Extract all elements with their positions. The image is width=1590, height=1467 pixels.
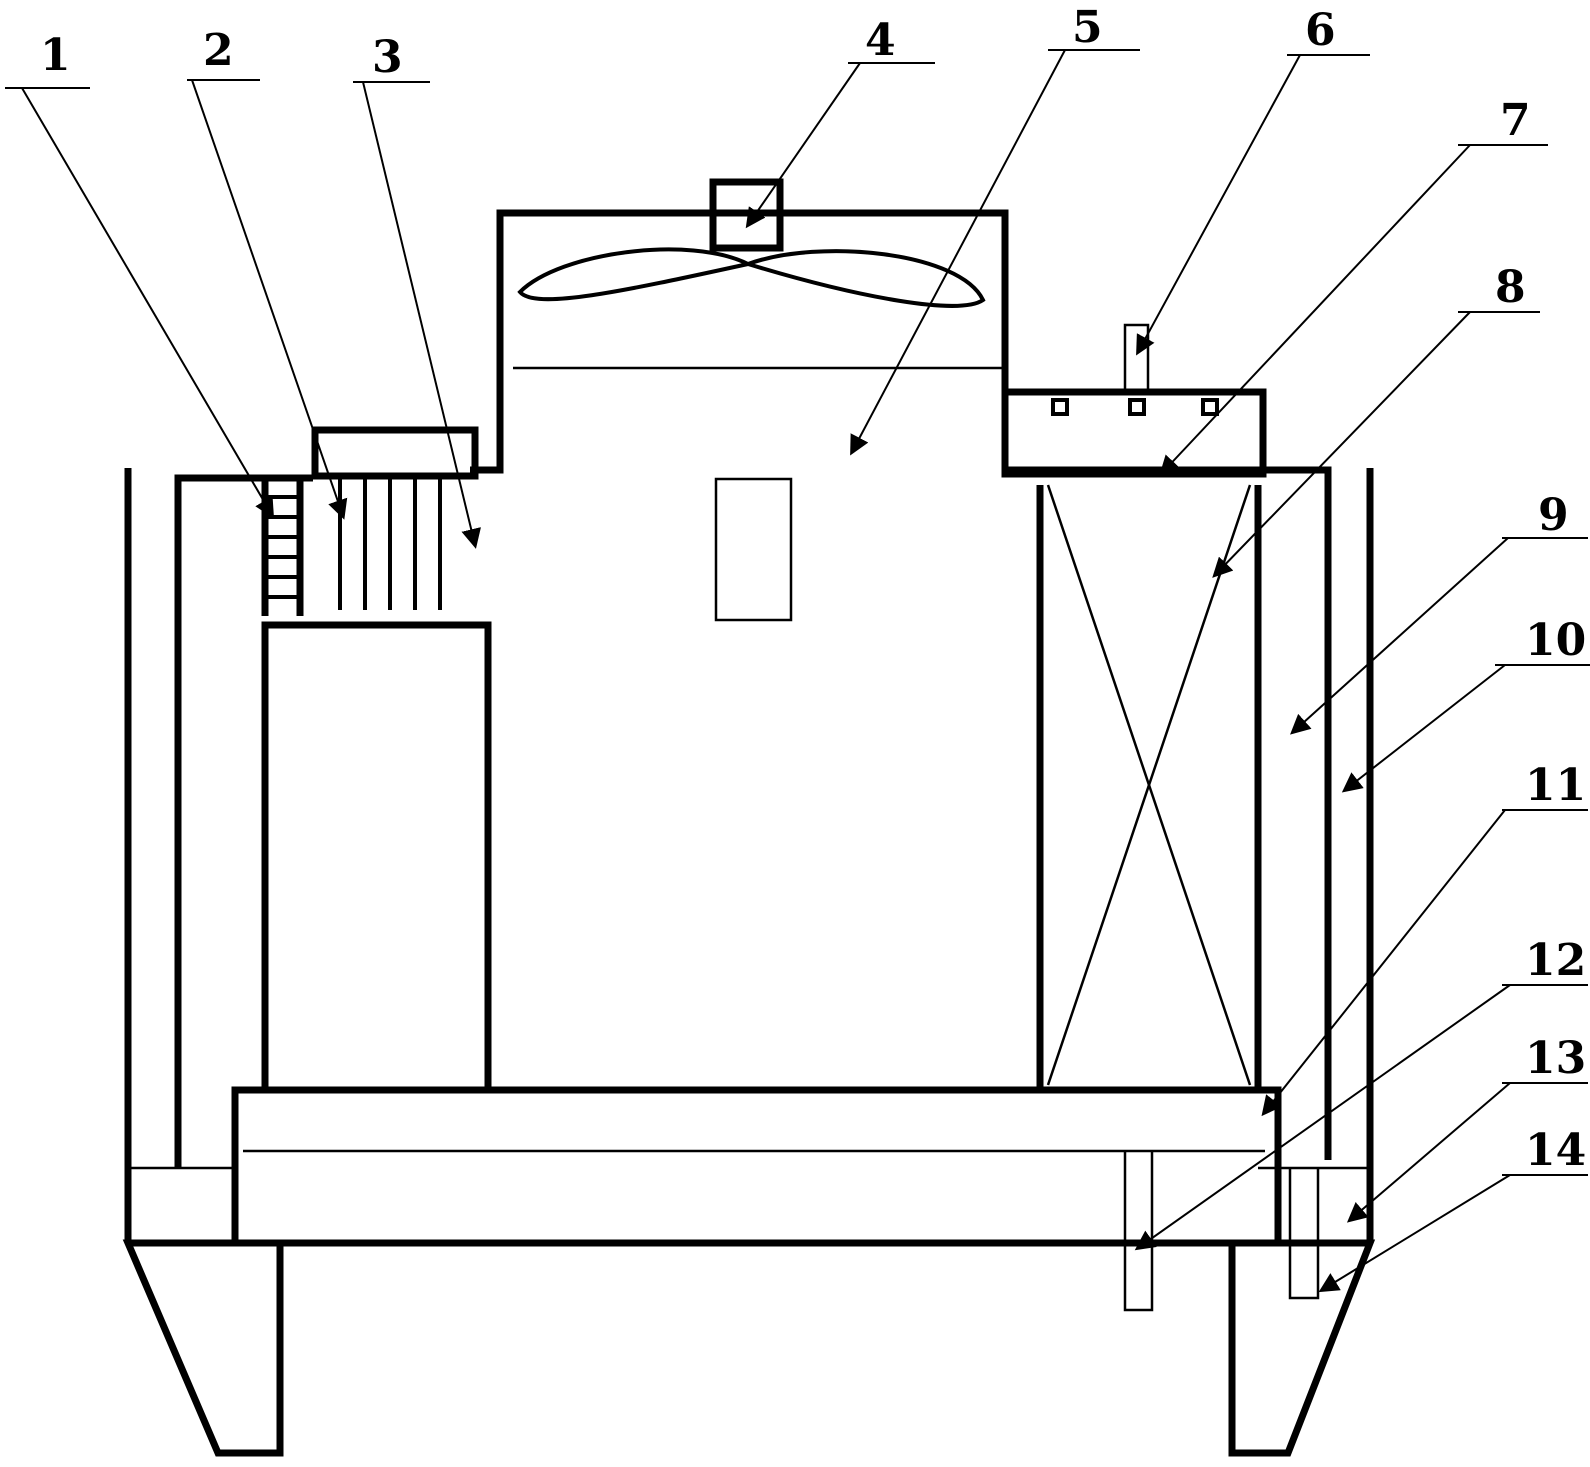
outer-shell — [124, 468, 1374, 1247]
callout-4: 4 — [865, 15, 896, 66]
callout-6: 6 — [1305, 5, 1336, 56]
fan-housing — [470, 209, 1009, 474]
ladder-grid — [261, 480, 304, 616]
left-tank — [261, 621, 492, 1090]
outlet-pipe — [1288, 1168, 1320, 1300]
inner-housing — [174, 466, 1332, 1168]
right-leg — [1228, 1239, 1376, 1457]
drain-pipe — [1123, 1151, 1154, 1312]
callout-13: 13 — [1525, 1033, 1586, 1084]
callout-11: 11 — [1525, 760, 1586, 811]
callout-10: 10 — [1525, 615, 1586, 666]
comb-bristles — [338, 478, 442, 610]
callout-3: 3 — [372, 32, 403, 83]
spray-nozzles — [1051, 398, 1219, 416]
left-leg — [122, 1239, 284, 1457]
inlet-pipe — [1123, 323, 1150, 392]
bottom-basin — [231, 1086, 1282, 1247]
fan-motor — [709, 178, 784, 252]
callout-9: 9 — [1538, 490, 1569, 541]
callout-12: 12 — [1525, 935, 1586, 986]
callout-labels: 1 2 3 4 5 6 7 8 9 10 11 12 13 14 — [40, 2, 1586, 1176]
callout-7: 7 — [1500, 95, 1531, 146]
chamber-window — [714, 477, 793, 622]
callout-8: 8 — [1495, 262, 1526, 313]
callout-2: 2 — [203, 25, 234, 76]
packing-fill — [1036, 484, 1262, 1090]
top-left-cap — [311, 426, 479, 480]
fan-blades — [517, 247, 986, 308]
callout-5: 5 — [1072, 2, 1103, 53]
callout-14: 14 — [1525, 1125, 1586, 1176]
leader-lines — [5, 49, 1590, 1293]
callout-1: 1 — [40, 30, 71, 81]
spray-box — [1001, 388, 1267, 478]
